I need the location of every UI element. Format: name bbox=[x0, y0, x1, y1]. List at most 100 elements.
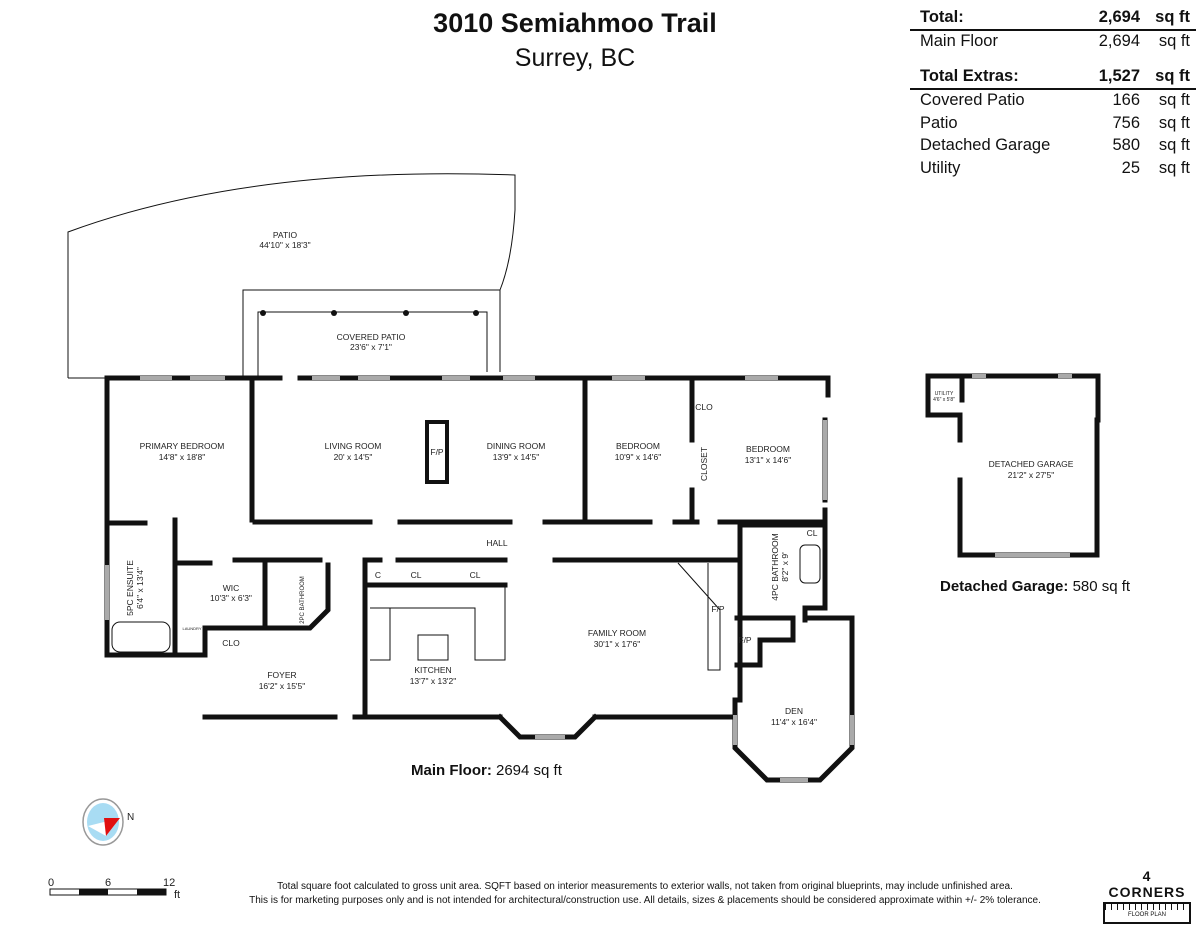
extras-total-value: 1,527 bbox=[1098, 66, 1140, 85]
fireplace-label-family: F/P bbox=[711, 604, 725, 614]
fireplace-label-den: F/P bbox=[738, 635, 752, 645]
room-dims-bedroom-1: 10'9" x 14'6" bbox=[615, 452, 662, 462]
page-subtitle: Surrey, BC bbox=[514, 44, 636, 72]
extra-label: Covered Patio bbox=[920, 91, 1025, 110]
compass-north-label: N bbox=[127, 812, 134, 823]
extra-value: 25 bbox=[1121, 158, 1140, 177]
scale-tick: 12 bbox=[163, 877, 175, 889]
closet-label-foyer: CLO bbox=[222, 638, 240, 648]
room-name-foyer: FOYER bbox=[267, 670, 296, 680]
closet-label-cl-3: CL bbox=[807, 528, 818, 538]
extras-total-row: Total Extras: 1,527 sq ft bbox=[910, 65, 1196, 90]
floor-row: Main Floor 2,694 sq ft bbox=[910, 31, 1196, 54]
room-dims-den: 11'4" x 16'4" bbox=[771, 717, 817, 727]
total-label: Total: bbox=[920, 7, 964, 26]
page-title: 3010 Semiahmoo Trail bbox=[433, 8, 717, 38]
fireplace-family bbox=[677, 562, 721, 671]
room-name-covered-patio: COVERED PATIO bbox=[337, 332, 406, 342]
kitchen-island bbox=[417, 634, 449, 661]
extras-total-unit: sq ft bbox=[1155, 66, 1190, 85]
room-dims-ensuite: 6'4" x 13'4" bbox=[135, 567, 145, 609]
extra-label: Utility bbox=[920, 158, 961, 177]
scale-bar: 0 6 12 ft bbox=[48, 877, 180, 901]
room-name-4pc-bathroom: 4PC BATHROOM bbox=[770, 533, 780, 600]
total-value: 2,694 bbox=[1098, 7, 1140, 26]
scale-unit: ft bbox=[174, 889, 180, 901]
total-row: Total: 2,694 sq ft bbox=[910, 6, 1196, 31]
main-floor-caption-value: 2694 sq ft bbox=[496, 762, 562, 779]
room-dims-family-room: 30'1" x 17'6" bbox=[594, 639, 641, 649]
room-name-ensuite: 5PC ENSUITE bbox=[125, 560, 135, 616]
extra-unit: sq ft bbox=[1158, 91, 1190, 110]
closet-label-c: C bbox=[375, 570, 381, 580]
room-dims-4pc-bathroom: 8'2" x 9' bbox=[780, 552, 790, 582]
fireplace-living bbox=[425, 420, 449, 484]
closet-label-bedroom-2: CLOSET bbox=[699, 447, 709, 481]
main-floor-caption: Main Floor: 2694 sq ft bbox=[411, 762, 562, 779]
room-dims-living-room: 20' x 14'5" bbox=[334, 452, 373, 462]
room-dims-bedroom-2: 13'1" x 14'6" bbox=[745, 455, 792, 465]
floor-value: 2,694 bbox=[1098, 32, 1140, 51]
bathtub-ensuite bbox=[111, 621, 171, 653]
bathtub-4pc bbox=[799, 544, 821, 584]
garage-walls bbox=[925, 373, 1101, 558]
room-name-living-room: LIVING ROOM bbox=[325, 441, 382, 451]
room-name-den: DEN bbox=[785, 706, 803, 716]
extra-value: 166 bbox=[1112, 91, 1140, 110]
extra-unit: sq ft bbox=[1158, 158, 1190, 177]
extra-row: Patio 756 sq ft bbox=[910, 112, 1196, 135]
room-name-primary-bedroom: PRIMARY BEDROOM bbox=[140, 441, 225, 451]
garage-caption: Detached Garage: 580 sq ft bbox=[940, 578, 1130, 595]
scale-tick: 0 bbox=[48, 877, 54, 889]
disclaimer: Total square foot calculated to gross un… bbox=[210, 880, 1080, 908]
room-name-kitchen: KITCHEN bbox=[414, 665, 451, 675]
room-name-garage: DETACHED GARAGE bbox=[989, 459, 1074, 469]
floor-label: Main Floor bbox=[920, 32, 998, 51]
windows bbox=[105, 376, 854, 782]
room-name-utility: UTILITY bbox=[935, 391, 954, 397]
room-dims-utility: 4'6" x 5'8" bbox=[933, 397, 955, 403]
main-floor-caption-label: Main Floor: bbox=[411, 762, 492, 779]
extra-row: Utility 25 sq ft bbox=[910, 157, 1196, 180]
garage-caption-label: Detached Garage: bbox=[940, 578, 1069, 595]
room-name-wic: WIC bbox=[223, 583, 240, 593]
garage-caption-value: 580 sq ft bbox=[1072, 578, 1131, 595]
room-dims-kitchen: 13'7" x 13'2" bbox=[410, 676, 457, 686]
room-name-bedroom-1: BEDROOM bbox=[616, 441, 660, 451]
room-name-hall: HALL bbox=[486, 538, 508, 548]
patio-posts bbox=[260, 310, 479, 316]
room-dims-foyer: 16'2" x 15'5" bbox=[259, 681, 306, 691]
closet-label-cl-2: CL bbox=[470, 570, 481, 580]
extra-unit: sq ft bbox=[1158, 136, 1190, 155]
covered-patio-outline bbox=[257, 311, 488, 378]
room-name-family-room: FAMILY ROOM bbox=[588, 628, 646, 638]
extra-label: Patio bbox=[920, 113, 958, 132]
disclaimer-line: Total square foot calculated to gross un… bbox=[277, 881, 1013, 892]
patio-outline bbox=[67, 173, 516, 379]
closet-label-cl-1: CL bbox=[411, 570, 422, 580]
room-name-dining-room: DINING ROOM bbox=[487, 441, 546, 451]
total-unit: sq ft bbox=[1155, 7, 1190, 26]
extra-value: 580 bbox=[1112, 136, 1140, 155]
room-dims-patio: 44'10" x 18'3" bbox=[259, 240, 310, 250]
room-name-laundry: LAUNDRY bbox=[182, 626, 201, 631]
compass-icon: N bbox=[82, 798, 134, 846]
extra-value: 756 bbox=[1112, 113, 1140, 132]
floor-unit: sq ft bbox=[1158, 32, 1190, 51]
disclaimer-line: This is for marketing purposes only and … bbox=[249, 895, 1041, 906]
extra-row: Detached Garage 580 sq ft bbox=[910, 135, 1196, 158]
fireplace-label-living: F/P bbox=[430, 447, 444, 457]
room-dims-covered-patio: 23'6" x 7'1" bbox=[350, 342, 392, 352]
room-dims-wic: 10'3" x 6'3" bbox=[210, 593, 252, 603]
extra-label: Detached Garage bbox=[920, 136, 1051, 155]
extra-unit: sq ft bbox=[1158, 113, 1190, 132]
logo-tagline: FLOOR PLAN bbox=[1103, 902, 1191, 924]
scale-tick: 6 bbox=[105, 877, 111, 889]
area-summary-table: Total: 2,694 sq ft Main Floor 2,694 sq f… bbox=[910, 6, 1196, 180]
room-dims-dining-room: 13'9" x 14'5" bbox=[493, 452, 540, 462]
extra-row: Covered Patio 166 sq ft bbox=[910, 90, 1196, 113]
logo-name: 4 CORNERS bbox=[1108, 868, 1186, 900]
brand-logo: 4 CORNERS FLOOR PLAN bbox=[1103, 868, 1191, 924]
closet-label-bedroom: CLO bbox=[695, 402, 713, 412]
